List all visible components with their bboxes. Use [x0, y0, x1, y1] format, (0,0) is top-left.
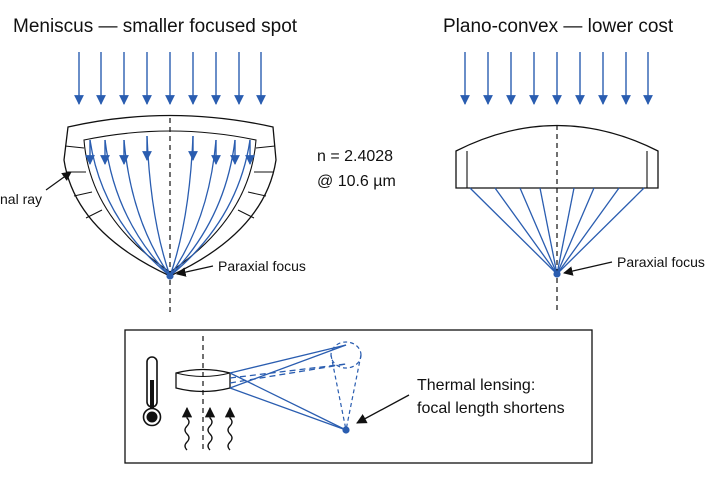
thermal-lensing-inset — [124, 329, 593, 464]
pc-refracted-ray-1 — [494, 187, 558, 275]
pc-refracted-ray-7 — [556, 187, 645, 275]
meniscus-refracted-rays — [85, 135, 255, 277]
thermal-label-line2: focal length shortens — [417, 400, 565, 417]
marginal-ray-label: nal ray — [0, 191, 42, 207]
meniscus-title: Meniscus — smaller focused spot — [13, 16, 298, 37]
beam-waist — [330, 341, 362, 431]
pc-refracted-ray-6 — [556, 187, 620, 275]
heated-lens — [175, 368, 231, 393]
meniscus-focal-point — [166, 272, 174, 280]
meniscus-focus-pointer — [176, 265, 214, 277]
meniscus-focus-label: Paraxial focus — [218, 258, 306, 274]
planoconvex-incident-rays — [460, 52, 653, 105]
pc-refracted-ray-2 — [519, 187, 558, 275]
pc-refracted-ray-5 — [556, 187, 595, 275]
planoconvex-focus-pointer — [563, 261, 613, 276]
planoconvex-refracted-rays — [469, 187, 645, 275]
inset-rays — [229, 344, 347, 431]
refractive-index: n = 2.4028 — [317, 148, 393, 165]
thermal-pointer — [356, 394, 410, 424]
planoconvex-focus-label: Paraxial focus — [617, 254, 705, 270]
pc-refracted-ray-0 — [469, 187, 558, 275]
pc-refracted-ray-3 — [539, 187, 558, 275]
marginal-ray-pointer — [45, 171, 72, 191]
inset-focal-point — [342, 426, 350, 434]
wavelength: @ 10.6 µm — [317, 173, 396, 190]
planoconvex-focal-point — [553, 270, 561, 278]
meniscus-incident-rays — [74, 52, 266, 105]
thermal-label-line1: Thermal lensing: — [417, 377, 535, 394]
heat-arrows — [181, 406, 236, 451]
thermometer-icon — [142, 356, 162, 427]
planoconvex-title: Plano-convex — lower cost — [443, 16, 674, 37]
pc-refracted-ray-4 — [556, 187, 575, 275]
